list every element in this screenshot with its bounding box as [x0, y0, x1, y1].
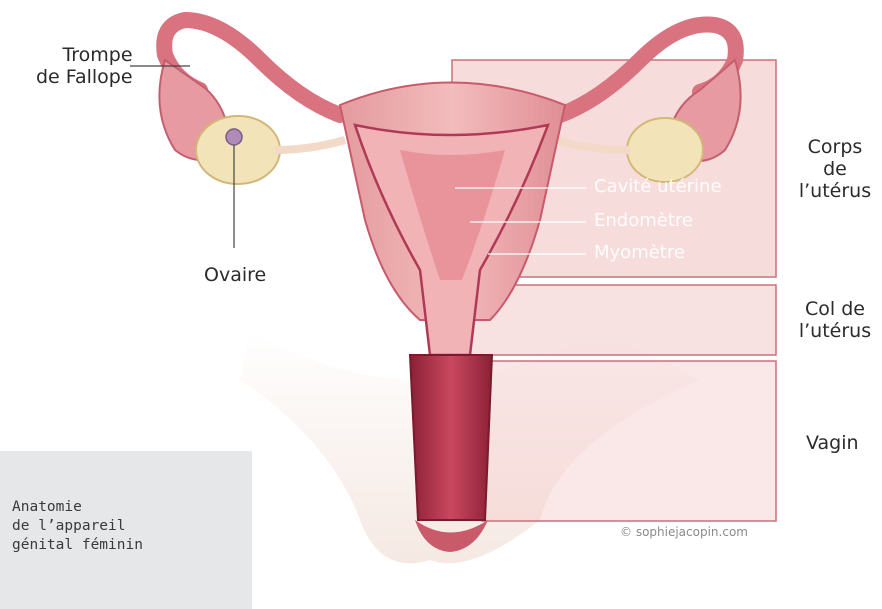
label-trompe-line1: Trompe	[36, 44, 133, 66]
right-ovary	[627, 118, 703, 182]
label-trompe-line2: de Fallope	[36, 66, 133, 88]
label-trompe: Trompe de Fallope	[36, 44, 133, 88]
label-col: Col de l’utérus	[790, 298, 880, 342]
label-vagin: Vagin	[806, 432, 859, 454]
label-endometre: Endomètre	[594, 210, 693, 231]
caption-line: de l’appareil	[12, 517, 242, 536]
vagina	[410, 355, 492, 520]
label-corps-line2: de	[792, 158, 878, 180]
caption-line: Anatomie	[12, 498, 242, 517]
left-ovarian-ligament	[275, 140, 345, 150]
vagin-region-box	[482, 361, 776, 521]
left-ovary	[196, 116, 280, 184]
ovum	[226, 129, 242, 145]
label-corps-line1: Corps	[792, 136, 878, 158]
label-corps-line3: l’utérus	[792, 180, 878, 202]
label-col-line2: l’utérus	[790, 320, 880, 342]
col-region-box	[470, 285, 776, 355]
label-corps: Corps de l’utérus	[792, 136, 878, 202]
caption-text: Anatomie de l’appareil génital féminin	[12, 498, 242, 555]
credit: © sophiejacopin.com	[620, 525, 748, 539]
label-col-line1: Col de	[790, 298, 880, 320]
label-myometre: Myomètre	[594, 242, 685, 263]
caption-line: génital féminin	[12, 536, 242, 555]
label-cavite: Cavité utérine	[594, 176, 722, 197]
label-ovaire: Ovaire	[204, 264, 266, 286]
